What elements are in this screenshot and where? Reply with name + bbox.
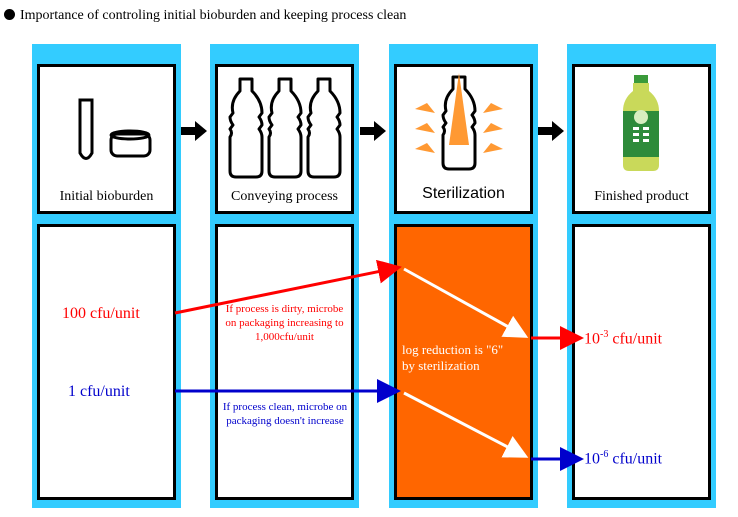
column-initial: Initial bioburden bbox=[32, 44, 181, 508]
dirty-process-note: If process is dirty, microbe on packagin… bbox=[225, 303, 344, 343]
bottle-icon bbox=[267, 77, 303, 179]
final-high-unit: cfu/unit bbox=[608, 330, 663, 348]
stage-label: Initial bioburden bbox=[59, 189, 154, 204]
stage-box-conveying: Conveying process bbox=[215, 64, 354, 214]
column-finished: Finished product bbox=[567, 44, 716, 508]
bottle-icon bbox=[228, 77, 264, 179]
final-high-base: 10 bbox=[584, 330, 600, 348]
right-arrow-icon bbox=[360, 121, 386, 141]
bottle-icon bbox=[306, 77, 342, 179]
flame-arrow-icon bbox=[449, 73, 469, 145]
right-arrow-icon bbox=[538, 121, 564, 141]
initial-high-value: 100 cfu/unit bbox=[62, 305, 140, 322]
stage-box-sterilization: Sterilization bbox=[394, 64, 533, 214]
column-conveying: Conveying process bbox=[210, 44, 359, 508]
right-arrow-icon bbox=[181, 121, 207, 141]
flame-arrow-icon bbox=[415, 103, 503, 153]
stage-label: Conveying process bbox=[231, 189, 338, 204]
tea-bottle-icon bbox=[623, 75, 659, 171]
final-low-base: 10 bbox=[584, 450, 600, 468]
reduction-arrow-low bbox=[403, 391, 529, 458]
bullet-icon bbox=[4, 9, 15, 20]
clean-process-note: If process clean, microbe on packaging d… bbox=[222, 401, 348, 427]
column-sterilization: Sterilization bbox=[389, 44, 538, 508]
final-low-value: 10-6 cfu/unit bbox=[584, 449, 662, 468]
sterilization-icon bbox=[415, 73, 503, 171]
title-text: Importance of controling initial bioburd… bbox=[20, 8, 407, 23]
bottles-icon bbox=[228, 77, 342, 179]
log-reduction-note: log reduction is "6" by sterilization bbox=[402, 342, 504, 373]
stage-box-finished: Finished product bbox=[572, 64, 711, 214]
value-box-initial bbox=[37, 224, 176, 500]
cap-icon bbox=[109, 129, 152, 158]
stage-box-initial: Initial bioburden bbox=[37, 64, 176, 214]
reduction-arrow-high bbox=[403, 267, 529, 338]
dirty-path-arrow bbox=[174, 259, 402, 315]
value-box-finished bbox=[572, 224, 711, 500]
tube-icon bbox=[78, 98, 94, 160]
initial-icons bbox=[78, 98, 152, 160]
stage-label: Finished product bbox=[594, 189, 689, 204]
final-high-value: 10-3 cfu/unit bbox=[584, 329, 662, 348]
value-box-conveying bbox=[215, 224, 354, 500]
final-high-exponent: -3 bbox=[600, 329, 609, 340]
final-low-exponent: -6 bbox=[600, 449, 609, 460]
initial-low-value: 1 cfu/unit bbox=[68, 383, 130, 400]
stage-label: Sterilization bbox=[422, 185, 505, 202]
final-low-unit: cfu/unit bbox=[608, 450, 663, 468]
diagram-title: Importance of controling initial bioburd… bbox=[4, 8, 406, 24]
